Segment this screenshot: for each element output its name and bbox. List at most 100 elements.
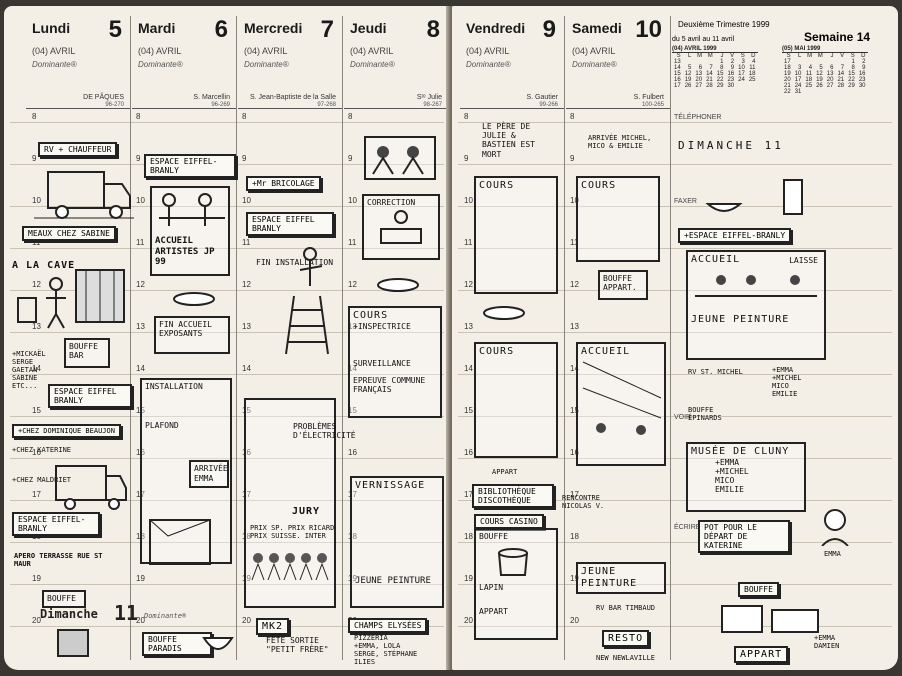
note-bibliotheque: BIBLIOTHÈQUE DISCOTHÈQUE (472, 484, 554, 508)
hour-label: 19 (32, 574, 41, 583)
hour-label: 8 (570, 112, 575, 121)
hour-label: 10 (464, 196, 473, 205)
day-saint: Sᵗᵉ Julie (416, 94, 442, 101)
column-divider (342, 16, 343, 660)
hour-label: 9 (32, 154, 37, 163)
calendar-day: 8 (720, 65, 724, 71)
note-arrivee-emma: ARRIVÉE EMMA (189, 460, 229, 489)
note-rv-bar: RV BAR TIMBAUD (596, 604, 656, 612)
van-sketch (55, 465, 127, 510)
note-bouffe-monday: BOUFFE (42, 590, 86, 608)
voir-label: VOIR (674, 414, 692, 421)
hour-line (458, 332, 892, 333)
note-appart-friday-2: APPART (479, 606, 508, 616)
ladder-sketch (285, 247, 329, 355)
hour-line (458, 416, 892, 417)
calendar-day: 24 (794, 83, 802, 89)
calendar-day: 19 (684, 77, 692, 83)
day-number: 9 (542, 16, 556, 43)
hour-label: 18 (570, 532, 579, 541)
hour-line (458, 458, 892, 459)
milk-carton-sketch (705, 179, 803, 215)
day-code: 100-265 (641, 102, 664, 108)
calendar-day: 17 (784, 59, 791, 65)
hour-line (10, 542, 444, 543)
calendar-day: 19 (784, 71, 791, 77)
hour-label: 15 (242, 406, 251, 415)
day-month: (04) AVRIL (350, 46, 394, 56)
hour-line (10, 374, 444, 375)
note-emma-damien: +EMMA DAMIEN (814, 634, 840, 651)
day-header-friday: Vendredi 9 (04) AVRIL Dominante® S. Gaut… (460, 16, 564, 109)
note-problemes: PROBLÈMES D'ÉLECTRICITÉ (293, 422, 356, 441)
weekday-header: L (688, 53, 692, 59)
hour-label: 19 (136, 574, 145, 583)
weekday-header: M (697, 53, 703, 59)
calendar-day (747, 83, 758, 89)
hour-label: 10 (136, 196, 145, 205)
note-espace-eiffel-tuesday: ESPACE EIFFEL-BRANLY (144, 154, 236, 178)
jeune-peinture-saturday-panel: JEUNE PEINTURE (576, 562, 666, 594)
note-appart-friday: APPART (492, 468, 518, 476)
calendar-day: 10 (738, 65, 745, 71)
hour-line (10, 248, 444, 249)
calendar-day: 30 (858, 83, 866, 89)
truck-sketch (34, 171, 134, 219)
note-musee-cluny: MUSÉE DE CLUNY (691, 446, 790, 457)
note-accueil-saturday: ACCUEIL (581, 346, 631, 357)
note-bouffe-bar: BOUFFE BAR (64, 338, 110, 368)
note-dimanche-11: DIMANCHE 11 (678, 139, 784, 152)
note-fin-installation: FIN INSTALLATION (256, 258, 334, 267)
hour-label: 12 (242, 280, 251, 289)
accueil-artistes-panel: ACCUEIL ARTISTES JP 99 (150, 186, 230, 276)
note-champs-elysees: CHAMPS ELYSÉES (348, 618, 428, 633)
note-chez-maldriet: +CHEZ MALDRIET (12, 476, 72, 484)
correction-panel: CORRECTION (362, 194, 440, 260)
note-plafond: PLAFOND (145, 421, 179, 431)
calendar-day: 20 (784, 77, 791, 83)
hour-label: 18 (348, 532, 357, 541)
calendar-day: 5 (688, 65, 692, 71)
hour-label: 11 (136, 238, 145, 247)
cours-saturday-panel: COURS (576, 176, 660, 262)
calendar-day: 13 (674, 59, 681, 65)
calendar-day: 12 (816, 71, 823, 77)
frame-sketch (149, 519, 211, 565)
note-chez-dominique: +CHEZ DOMINIQUE BEAUJON (12, 424, 121, 438)
hour-label: 12 (136, 280, 145, 289)
hour-label: 15 (464, 406, 473, 415)
calendar-day: 11 (749, 65, 756, 71)
week-range: du 5 avril au 11 avril (672, 36, 735, 43)
day-number: 8 (426, 16, 440, 43)
hour-label: 14 (348, 364, 357, 373)
calendar-day (846, 89, 857, 95)
day-dominante: Dominante® (32, 60, 77, 69)
day-name: Mardi (138, 20, 176, 36)
cluny-panel: MUSÉE DE CLUNY +EMMA +MICHEL MICO EMILIE (686, 442, 806, 512)
hour-label: 16 (464, 448, 473, 457)
hour-label: 20 (570, 616, 579, 625)
trimestre-label: Deuxième Trimestre 1999 (678, 20, 770, 29)
ecrire-label: ÉCRIRE (674, 524, 701, 531)
calendar-day: 11 (805, 71, 813, 77)
cours-friday-panel: COURS (474, 176, 558, 294)
faxer-label: FAXER (674, 198, 697, 205)
note-surveillance: SURVEILLANCE (353, 358, 411, 368)
hour-label: 10 (32, 196, 41, 205)
calendar-day: 4 (808, 65, 813, 71)
pot-sketch (498, 548, 528, 577)
hour-label: 17 (464, 490, 473, 499)
note-installation: INSTALLATION (145, 382, 203, 391)
note-espace-eiffel-2: ESPACE EIFFEL-BRANLY (12, 512, 100, 536)
vernissage-panel: VERNISSAGE JEUNE PEINTURE (350, 476, 444, 608)
day-number: 6 (214, 16, 228, 43)
sunday-dominante: Dominante® (144, 612, 187, 620)
hour-label: 17 (348, 490, 357, 499)
calendar-day: 1 (851, 59, 855, 65)
note-courses-casino: COURS CASINO (474, 514, 544, 529)
calendar-day: 22 (848, 77, 855, 83)
weekday-header: S (786, 53, 791, 59)
hour-line (10, 122, 444, 123)
